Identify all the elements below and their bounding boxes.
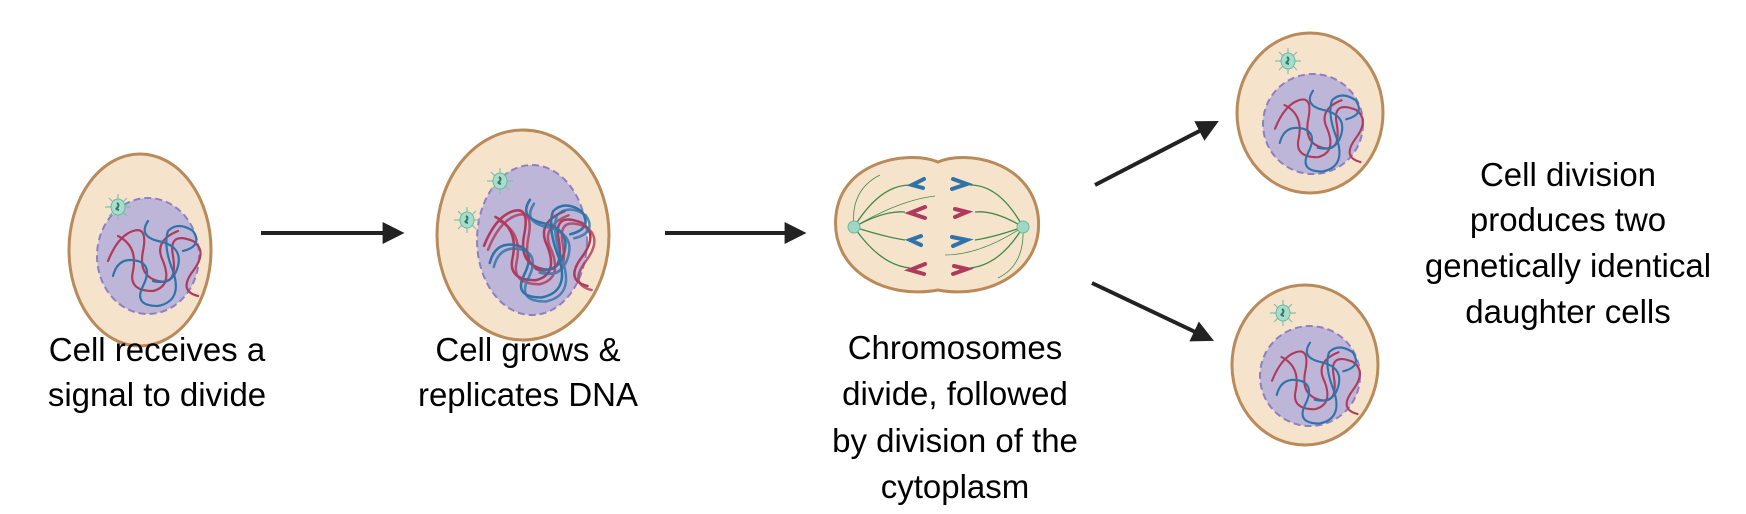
nucleus <box>476 164 588 316</box>
label-line: divide, followed <box>842 375 1068 412</box>
cell-membrane <box>834 155 1041 294</box>
arrow-to-bottom-daughter <box>1091 281 1214 342</box>
label-step-2: Cell grows & replicates DNA <box>418 331 638 413</box>
label-step-4: Cell division produces two genetically i… <box>1425 156 1711 330</box>
cell-signal-stage <box>67 152 213 348</box>
label-line: Cell receives a <box>49 331 266 368</box>
label-line: produces two <box>1470 201 1666 238</box>
label-line: Chromosomes <box>848 329 1063 366</box>
label-step-3: Chromosomes divide, followed by division… <box>832 329 1078 505</box>
label-line: signal to divide <box>48 376 266 413</box>
nucleus <box>96 197 200 315</box>
label-line: cytoplasm <box>881 468 1030 505</box>
label-line: replicates DNA <box>418 376 638 413</box>
daughter-cell-bottom <box>1230 283 1380 447</box>
label-line: by division of the <box>832 422 1078 459</box>
chromosomes <box>903 177 975 276</box>
centrosome-icon <box>1016 220 1030 234</box>
centrosome-icon <box>847 220 861 234</box>
cell-dividing-stage <box>834 155 1041 294</box>
label-line: Cell grows & <box>435 331 620 368</box>
daughter-cell-top <box>1235 31 1385 195</box>
label-step-1: Cell receives a signal to divide <box>48 331 266 413</box>
label-line: Cell division <box>1480 156 1656 193</box>
label-line: daughter cells <box>1465 293 1670 330</box>
arrow-to-top-daughter <box>1094 120 1219 187</box>
cell-growth-stage <box>435 128 611 342</box>
label-line: genetically identical <box>1425 247 1711 284</box>
